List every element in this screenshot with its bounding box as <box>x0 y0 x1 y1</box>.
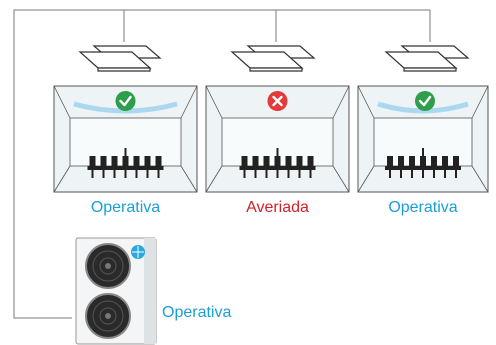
outdoor-unit-status-label: Operativa <box>162 304 232 321</box>
indoor-unit-2 <box>230 45 316 72</box>
room-3-status-label: Operativa <box>388 199 458 216</box>
room-1-status-label: Operativa <box>90 199 161 216</box>
room-perspective-line <box>180 165 198 193</box>
room-2-status-label: Averiada <box>246 199 309 216</box>
refrigerant-piping <box>13 9 431 319</box>
room-perspective-line <box>357 165 375 193</box>
indoor-unit-1 <box>78 45 162 72</box>
brand-globe-icon <box>131 245 145 259</box>
outdoor-unit <box>75 237 157 345</box>
check-icon <box>115 91 136 111</box>
room-perspective-line <box>205 165 223 193</box>
room-perspective-line <box>471 85 489 119</box>
indoor-unit-3 <box>384 45 470 72</box>
room-perspective-line <box>180 85 198 119</box>
fan-top <box>85 243 131 289</box>
room-2 <box>205 85 350 193</box>
conference-furniture-icon <box>87 148 164 178</box>
room-perspective-line <box>53 165 71 193</box>
x-icon <box>267 91 288 111</box>
room-3 <box>357 85 489 193</box>
room-perspective-line <box>357 85 375 119</box>
check-icon <box>415 91 435 111</box>
room-perspective-line <box>332 165 350 193</box>
room-perspective-line <box>471 165 489 193</box>
room-perspective-line <box>332 85 350 119</box>
conference-furniture-icon <box>239 148 316 178</box>
airflow-icon <box>377 101 469 114</box>
conference-furniture-icon <box>385 148 461 178</box>
room-perspective-line <box>53 85 71 119</box>
fan-bottom <box>85 293 131 339</box>
room-perspective-line <box>205 85 223 119</box>
room-1 <box>53 85 198 193</box>
